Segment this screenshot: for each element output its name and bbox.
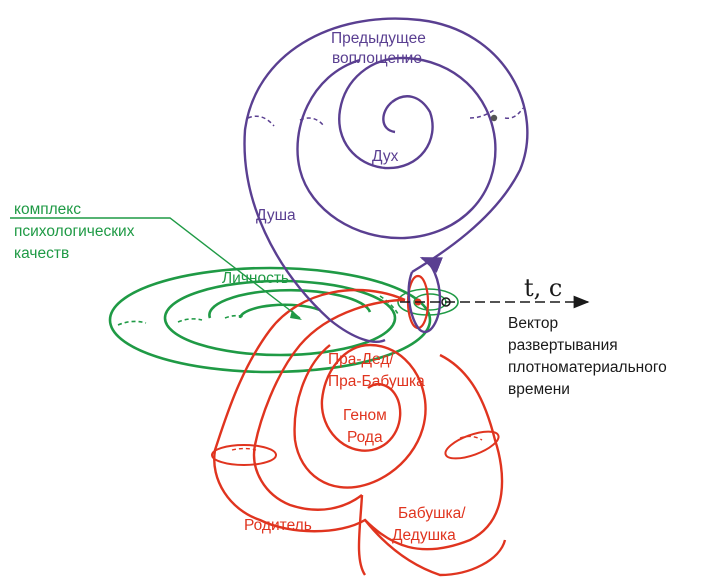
label-soul: Душа	[256, 207, 296, 224]
label-genome-line1: Геном	[343, 407, 387, 424]
label-previous-incarnation-line2: воплощение	[332, 50, 422, 67]
label-spirit: Дух	[372, 148, 399, 165]
lineage-spiral	[211, 274, 507, 577]
complex-pointer-arrowhead	[290, 310, 302, 320]
label-parent: Родитель	[244, 517, 312, 534]
soul-spiral	[243, 17, 529, 343]
label-great-grandparent-line2: Пра-Бабушка	[328, 373, 425, 390]
complex-pointer	[10, 217, 301, 319]
time-axis	[400, 295, 590, 309]
label-grandparent-line1: Бабушка/	[398, 505, 466, 522]
label-personality: Личность	[222, 270, 289, 287]
label-vector-line3: плотноматериального	[508, 359, 667, 376]
label-previous-incarnation-line1: Предыдущее	[331, 30, 426, 47]
label-genome-line2: Рода	[347, 429, 383, 446]
label-vector-line1: Вектор	[508, 315, 558, 332]
label-grandparent-line2: Дедушка	[392, 527, 456, 544]
label-complex-line2: психологических	[14, 223, 135, 240]
soul-marker-dot	[490, 114, 498, 122]
label-great-grandparent-line1: Пра-Дед/	[328, 351, 394, 368]
label-time-axis: t, c	[524, 274, 562, 302]
label-vector-line4: времени	[508, 381, 570, 398]
label-complex-line1: комплекс	[14, 201, 81, 218]
label-complex-line3: качеств	[14, 245, 69, 262]
personality-spiral	[108, 266, 459, 374]
label-vector-line2: развертывания	[508, 337, 618, 354]
